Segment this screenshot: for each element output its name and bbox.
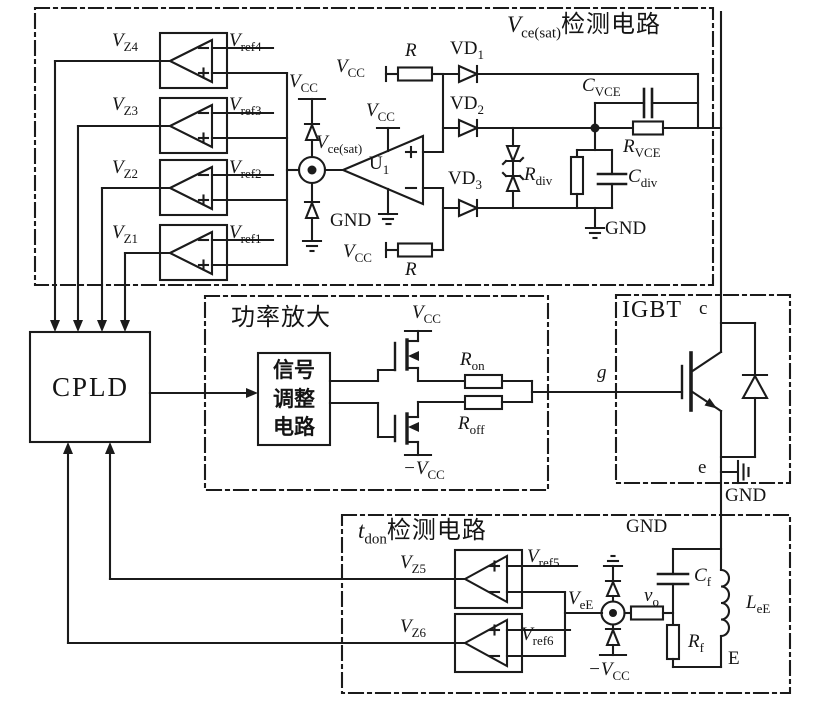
label-rvce: RVCE: [623, 136, 661, 160]
title-power-amp: 功率放大: [231, 305, 331, 331]
wire-plus-input-bus: [285, 71, 301, 267]
wire-plus-node: [421, 72, 445, 154]
section-border-igbt: [614, 293, 792, 485]
wire-gate-drive: [530, 379, 684, 404]
signal-line2: 调整: [273, 386, 315, 411]
label-vd2: VD2: [450, 93, 484, 117]
mosfet-top: [328, 329, 467, 383]
label-emitter-e: e: [698, 457, 707, 478]
title-igbt: IGBT: [622, 297, 682, 323]
label-roff: Roff: [458, 413, 485, 437]
opamp-u1: [323, 126, 425, 226]
label-ron: Ron: [460, 349, 485, 373]
diode-vd2: [441, 118, 635, 138]
resistor-roff: [463, 394, 534, 411]
mosfet-bottom: [328, 400, 467, 457]
label-vd3: VD3: [448, 168, 482, 192]
comparator-vz3: [158, 96, 289, 155]
cf-rf-branch: [656, 547, 723, 669]
label-vcc-r1: VCC: [336, 56, 365, 80]
wire-minus-node: [421, 186, 445, 252]
comparator-vz5: [105, 442, 579, 610]
inductor-lee: [719, 568, 730, 669]
label-vcc-clamp: VCC: [289, 71, 318, 95]
section-border-tdon-detect: [340, 513, 792, 695]
freewheel-diode: [719, 321, 769, 459]
label-vcc-u1: VCC: [366, 100, 395, 124]
label-vcesat: Vce(sat): [316, 132, 363, 156]
resistor-vo: [623, 605, 675, 621]
label-vref5: Vref5: [527, 546, 560, 570]
label-rdiv: Rdiv: [524, 164, 553, 188]
label-r2: R: [405, 259, 417, 280]
label-vd1: VD1: [450, 38, 484, 62]
label-rf: Rf: [688, 631, 704, 655]
label-emitter-E: E: [728, 648, 740, 669]
signal-conditioner-label: 信号 调整 电路: [258, 353, 330, 445]
comparator-vz1: [158, 223, 289, 282]
wire-minus-bus-bottom: [563, 590, 604, 658]
label-gnd-u1: GND: [330, 210, 372, 231]
signal-conditioner-box: [256, 351, 332, 447]
comparator-vz2: [158, 158, 289, 217]
igbt-symbol: [680, 350, 723, 413]
diode-vd1: [441, 64, 700, 130]
label-vref4: Vref4: [229, 30, 262, 54]
clamp-diode-to-vcc: [297, 97, 327, 159]
label-vo: vo: [644, 585, 659, 609]
pullup-resistor-top: [384, 65, 445, 83]
resistor-ron: [463, 373, 534, 390]
label-vcc-pa: VCC: [412, 302, 441, 326]
clamp-diode-to-gnd: [301, 181, 323, 253]
wire-vz-outputs-to-cpld: [50, 59, 172, 332]
wire-cpld-to-signal: [148, 388, 258, 398]
label-lee: LeE: [746, 592, 771, 616]
label-gate-g: g: [597, 362, 607, 383]
label-vref2: Vref2: [229, 157, 262, 181]
label-vcc-r2: VCC: [343, 241, 372, 265]
label-vz5: VZ5: [400, 552, 427, 576]
clamp-diode-to-gnd-bottom: [602, 554, 624, 603]
signal-line3: 电路: [273, 415, 315, 440]
pullup-resistor-bottom: [384, 241, 445, 259]
label-vz6: VZ6: [400, 616, 427, 640]
label-collector-c: c: [699, 298, 708, 319]
ground-div: [584, 206, 606, 240]
comparator-vz4: [158, 31, 289, 90]
label-vz3: VZ3: [112, 94, 139, 118]
clamp-diode-to-negvcc: [598, 623, 628, 657]
label-vz4: VZ4: [112, 30, 139, 54]
label-cvce: CVCE: [582, 75, 621, 99]
zener-clamp-pair: [501, 126, 525, 210]
label-vref6: Vref6: [521, 624, 554, 648]
section-border-vce-detect: [33, 6, 715, 287]
rdiv-cdiv-network: [569, 148, 628, 210]
label-vz1: VZ1: [112, 222, 139, 246]
label-r1: R: [405, 40, 417, 61]
label-cpld: CPLD: [52, 372, 130, 402]
signal-line1: 信号: [273, 357, 315, 382]
label-vref3: Vref3: [229, 94, 262, 118]
label-negvcc-tdon: −VCC: [588, 659, 630, 683]
label-cdiv: Cdiv: [628, 166, 658, 190]
label-gnd-e: GND: [725, 485, 767, 506]
veE-summing-node: [600, 600, 626, 626]
label-u1: U1: [369, 153, 390, 177]
label-cf: Cf: [694, 565, 712, 589]
label-gnd-tdon: GND: [626, 516, 668, 537]
comparator-vz6: [63, 442, 572, 674]
vcesat-summing-node: [297, 155, 327, 185]
cpld-box: [28, 330, 152, 444]
label-veE: VeE: [568, 588, 594, 612]
label-vref1: Vref1: [229, 222, 262, 246]
label-negvcc-pa: −VCC: [403, 458, 445, 482]
title-vce-detect: Vce(sat)检测电路: [507, 12, 662, 42]
title-tdon-detect: tdon检测电路: [358, 518, 487, 548]
label-gnd-div: GND: [605, 218, 647, 239]
ground-emitter: [719, 459, 750, 485]
resistor-rvce: [590, 120, 723, 136]
label-vz2: VZ2: [112, 157, 139, 181]
